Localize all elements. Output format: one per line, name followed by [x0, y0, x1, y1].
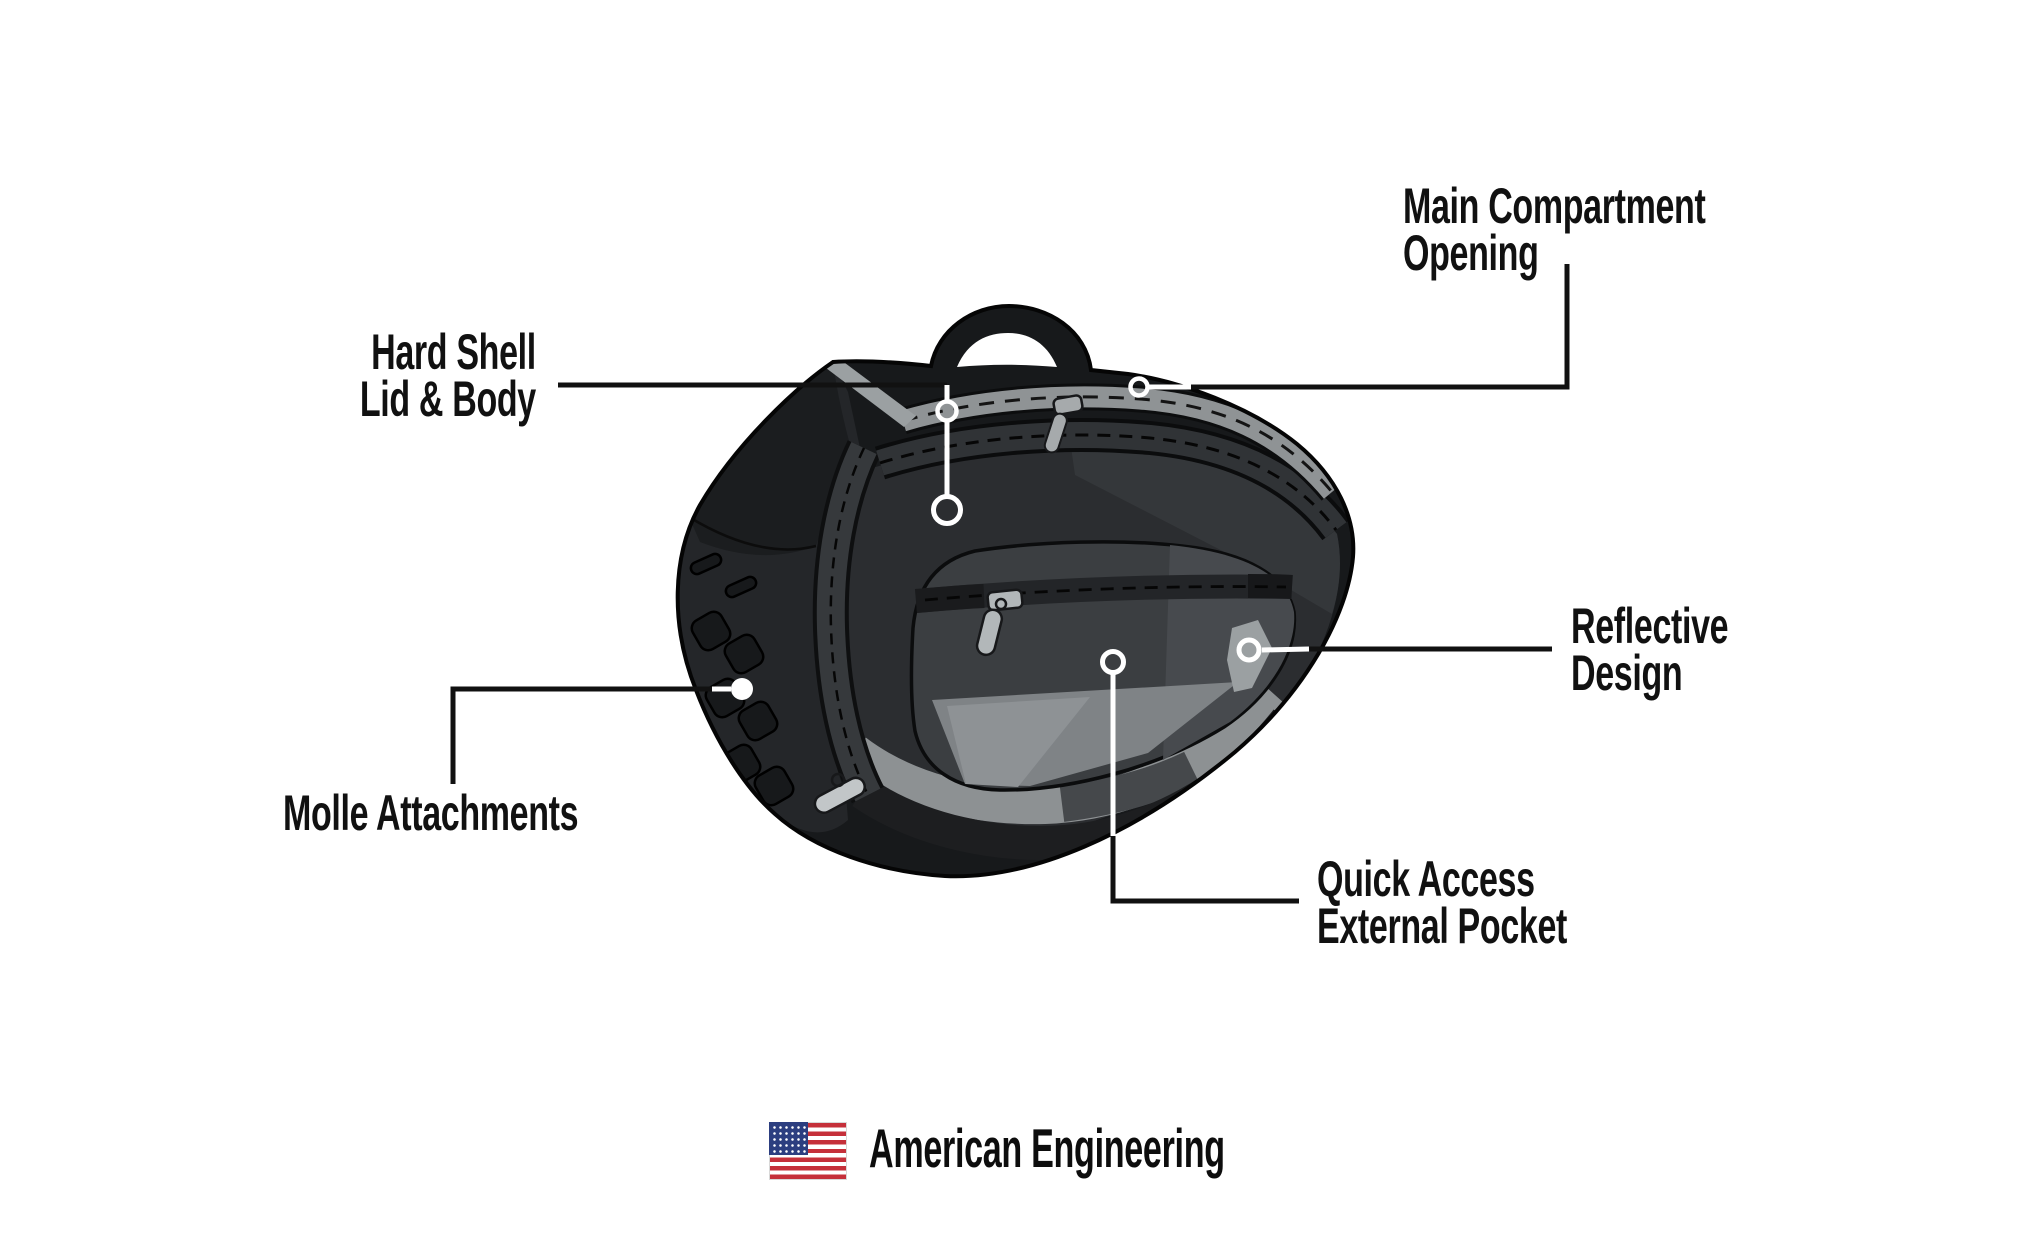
- label-reflective-line1: Reflective: [1571, 598, 1729, 654]
- lid-reflective-stripe: [826, 360, 916, 427]
- reflective-marker: [1236, 637, 1262, 663]
- gusset-zipper-pull: [813, 772, 866, 814]
- us-flag-icon: [769, 1122, 847, 1180]
- label-hard-shell-line1: Hard Shell: [371, 324, 536, 380]
- label-molle-line1: Molle Attachments: [283, 785, 579, 841]
- label-main-compartment-line1: Main Compartment: [1403, 178, 1706, 234]
- label-quick-access-line2: External Pocket: [1317, 898, 1568, 954]
- main-zipper: [899, 383, 1343, 501]
- molle-connector: [450, 686, 712, 784]
- quick-access-marker: [1100, 649, 1126, 675]
- label-reflective: Reflective Design: [1571, 598, 1729, 701]
- quick-access-connector: [1110, 836, 1299, 904]
- main-compartment-marker: [1128, 376, 1150, 398]
- side-fold-line: [688, 515, 817, 551]
- label-hard-shell-line2: Lid & Body: [359, 371, 536, 427]
- hard-shell-lid-marker: [935, 399, 959, 423]
- callout-connectors: [450, 264, 1570, 904]
- lid-trim-band: [874, 418, 1350, 541]
- label-molle: Molle Attachments: [283, 785, 579, 841]
- label-quick-access: Quick Access External Pocket: [1317, 851, 1568, 954]
- lid-left-face: [689, 362, 850, 556]
- label-quick-access-line1: Quick Access: [1317, 851, 1535, 907]
- main-compartment-connector: [1191, 264, 1570, 390]
- bottom-reflective-band: [844, 682, 1289, 825]
- carry-handle: [957, 333, 1057, 367]
- bottom-band-dark-segment: [1059, 751, 1200, 822]
- flag-canton: [769, 1122, 808, 1155]
- pocket-zipper: [914, 574, 1293, 657]
- main-zipper-slider: [1043, 394, 1084, 454]
- bag-details: [677, 360, 1350, 860]
- molle-marker: [731, 678, 753, 700]
- label-reflective-line2: Design: [1571, 645, 1683, 701]
- pocket-zipper-slider: [975, 588, 1024, 657]
- gusset-zipper: [812, 440, 885, 814]
- label-main-compartment-line2: Opening: [1403, 225, 1539, 281]
- label-main-compartment: Main Compartment Opening: [1403, 178, 1706, 281]
- label-hard-shell: Hard Shell Lid & Body: [359, 324, 536, 427]
- bag-outline: [675, 303, 1356, 879]
- hard-shell-body-marker: [931, 494, 963, 526]
- footer-tagline: American Engineering: [869, 1117, 1225, 1179]
- reflective-patch: [1227, 620, 1272, 692]
